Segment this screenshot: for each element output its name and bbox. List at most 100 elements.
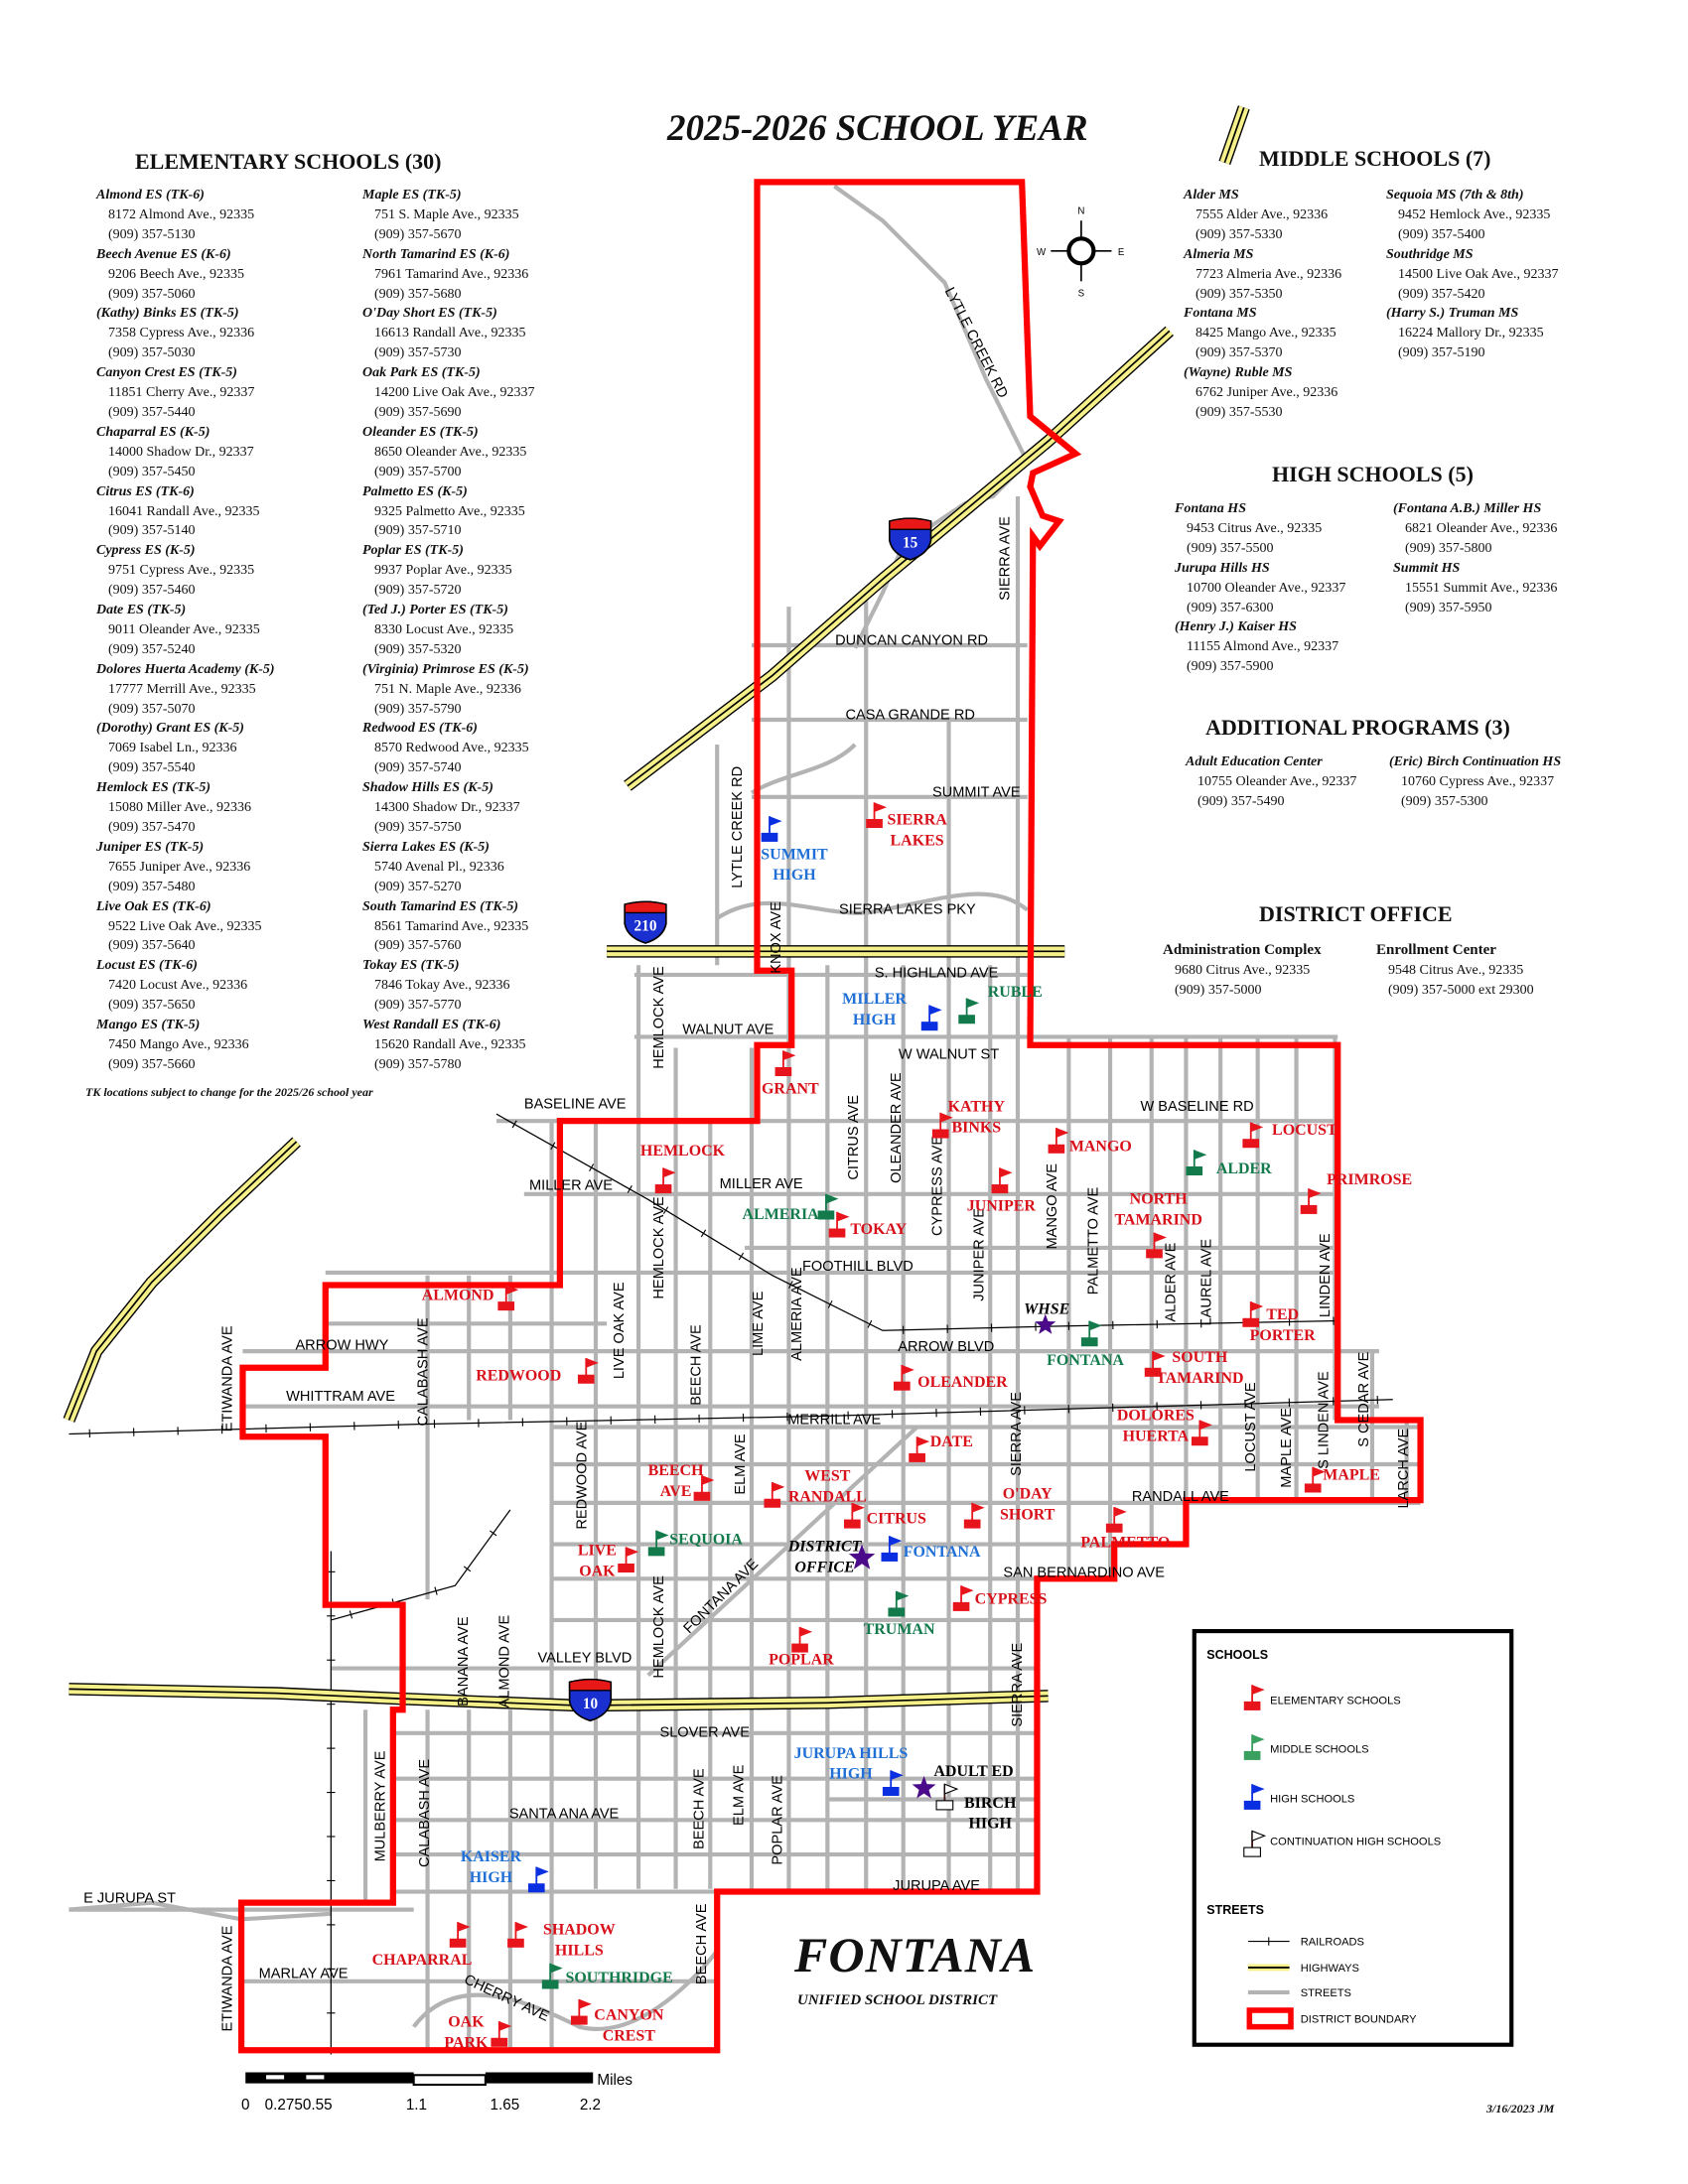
school-phone: (909) 357-5470 bbox=[108, 820, 196, 835]
district-boundary bbox=[237, 179, 1424, 2054]
interstate-shield-icon: 15 bbox=[889, 517, 932, 561]
district-heading: DISTRICT OFFICE bbox=[1259, 901, 1453, 926]
school-flag-icon[interactable] bbox=[958, 998, 980, 1024]
school-flag-icon[interactable] bbox=[1144, 1351, 1166, 1377]
school-name: (Virginia) Primrose ES (K-5) bbox=[362, 661, 529, 677]
school-entry: Locust ES (TK-6)7420 Locust Ave., 92336(… bbox=[96, 956, 275, 1016]
school-phone: (909) 357-5540 bbox=[108, 760, 196, 776]
star-icon[interactable] bbox=[848, 1544, 876, 1570]
map-legend: SCHOOLS ELEMENTARY SCHOOLS MIDDLE SCHOOL… bbox=[1192, 1628, 1514, 2047]
school-flag-icon[interactable] bbox=[491, 2021, 512, 2047]
compass-north: N bbox=[1077, 205, 1084, 216]
school-flag-icon[interactable] bbox=[791, 1626, 813, 1653]
school-flag-icon[interactable] bbox=[774, 1050, 796, 1077]
school-flag-icon[interactable] bbox=[654, 1167, 676, 1194]
school-flag-icon[interactable] bbox=[1186, 1150, 1207, 1176]
school-phone: (909) 357-5490 bbox=[1197, 793, 1285, 809]
compass-rose: N S W E bbox=[1037, 205, 1125, 299]
school-flag-icon[interactable] bbox=[1080, 1320, 1102, 1347]
legend-middle: MIDDLE SCHOOLS bbox=[1270, 1743, 1368, 1755]
school-address: 7723 Almeria Ave., 92336 bbox=[1196, 266, 1342, 282]
school-flag-icon[interactable] bbox=[497, 1285, 519, 1311]
school-name: Alder MS bbox=[1184, 188, 1239, 203]
school-flag-icon[interactable] bbox=[577, 1358, 599, 1384]
school-flag-icon[interactable] bbox=[828, 1211, 850, 1238]
school-flag-icon[interactable] bbox=[909, 1436, 930, 1462]
school-flag-icon[interactable] bbox=[817, 1193, 839, 1220]
school-entry: Redwood ES (TK-6)8570 Redwood Ave., 9233… bbox=[362, 719, 535, 778]
school-flag-icon[interactable] bbox=[571, 1998, 592, 2025]
elementary-school-label: OLEANDER bbox=[917, 1374, 1008, 1391]
school-flag-icon[interactable] bbox=[527, 1866, 549, 1893]
school-flag-icon[interactable] bbox=[1192, 1420, 1212, 1446]
elementary-school-label: TAMARIND bbox=[1156, 1370, 1243, 1387]
school-flag-icon[interactable] bbox=[1146, 1232, 1167, 1259]
school-phone: (909) 357-5270 bbox=[374, 879, 462, 894]
school-flag-icon[interactable] bbox=[888, 1590, 910, 1617]
elementary-school-label: CHAPARRAL bbox=[372, 1952, 473, 1969]
street-label: BASELINE AVE bbox=[524, 1096, 627, 1112]
school-flag-icon[interactable] bbox=[1105, 1507, 1127, 1533]
school-flag-icon[interactable] bbox=[647, 1530, 669, 1557]
school-flag-icon[interactable] bbox=[1304, 1466, 1326, 1493]
district-office-label: OFFICE bbox=[794, 1559, 854, 1575]
street-label: CITRUS AVE bbox=[846, 1095, 862, 1180]
elementary-school-label: OAK bbox=[579, 1564, 616, 1580]
school-flag-icon[interactable] bbox=[931, 1112, 953, 1139]
school-flag-icon[interactable] bbox=[693, 1475, 715, 1501]
middle-school-label: ALDER bbox=[1216, 1160, 1272, 1177]
school-flag-icon[interactable] bbox=[1242, 1301, 1264, 1327]
compass-south: S bbox=[1078, 289, 1085, 300]
middle-school-label: RUBLE bbox=[988, 984, 1043, 1001]
elementary-school-label: BEECH bbox=[648, 1462, 704, 1479]
high-school-label: FONTANA bbox=[904, 1544, 981, 1561]
school-name: Adult Education Center bbox=[1186, 754, 1323, 769]
school-flag-icon[interactable] bbox=[764, 1482, 785, 1508]
school-entry: (Kathy) Binks ES (TK-5)7358 Cypress Ave.… bbox=[96, 304, 275, 363]
elementary-school-label: O'DAY bbox=[1003, 1486, 1053, 1503]
school-flag-icon[interactable] bbox=[920, 1005, 942, 1031]
street-label: MANGO AVE bbox=[1045, 1163, 1060, 1250]
school-address: 7555 Alder Ave., 92336 bbox=[1196, 206, 1329, 222]
school-flag-icon[interactable] bbox=[963, 1502, 985, 1529]
school-address: 9937 Poplar Ave., 92335 bbox=[374, 563, 512, 579]
elementary-list-col1: Almond ES (TK-6)8172 Almond Ave., 92335(… bbox=[96, 186, 275, 1075]
school-phone: (909) 357-5760 bbox=[374, 938, 462, 954]
school-address: 9011 Oleander Ave., 92335 bbox=[108, 621, 260, 637]
school-flag-icon[interactable] bbox=[541, 1963, 563, 1989]
school-flag-icon[interactable] bbox=[507, 1922, 528, 1948]
school-flag-icon[interactable] bbox=[1300, 1188, 1322, 1214]
elementary-school-label: HUERTA bbox=[1123, 1428, 1190, 1444]
school-flag-icon[interactable] bbox=[1243, 1734, 1265, 1760]
star-icon[interactable] bbox=[912, 1775, 936, 1799]
school-flag-icon[interactable] bbox=[618, 1547, 639, 1573]
elementary-school-label: DOLORES bbox=[1117, 1408, 1195, 1425]
school-flag-icon[interactable] bbox=[952, 1585, 974, 1611]
compass-west: W bbox=[1037, 247, 1047, 258]
school-flag-icon[interactable] bbox=[866, 802, 888, 829]
school-address: 15080 Miller Ave., 92336 bbox=[108, 800, 252, 816]
continuation-flag-icon[interactable] bbox=[1243, 1830, 1267, 1857]
school-flag-icon[interactable] bbox=[894, 1365, 914, 1391]
school-flag-icon[interactable] bbox=[1242, 1122, 1264, 1149]
school-flag-icon[interactable] bbox=[761, 816, 782, 842]
school-entry: Almond ES (TK-6)8172 Almond Ave., 92335(… bbox=[96, 186, 275, 245]
school-flag-icon[interactable] bbox=[1048, 1128, 1069, 1154]
elementary-school-label: CITRUS bbox=[867, 1511, 926, 1528]
continuation-flag-icon[interactable] bbox=[935, 1783, 959, 1811]
school-flag-icon[interactable] bbox=[882, 1770, 904, 1797]
school-phone: (909) 357-5440 bbox=[108, 404, 196, 420]
school-flag-icon[interactable] bbox=[844, 1502, 865, 1529]
school-flag-icon[interactable] bbox=[991, 1167, 1013, 1194]
star-icon[interactable] bbox=[1035, 1313, 1056, 1334]
school-entry: Oak Park ES (TK-5)14200 Live Oak Ave., 9… bbox=[362, 363, 535, 423]
school-flag-icon[interactable] bbox=[449, 1922, 471, 1948]
school-flag-icon[interactable] bbox=[1243, 1784, 1265, 1810]
street-label: CALABASH AVE bbox=[417, 1759, 433, 1867]
school-flag-icon[interactable] bbox=[881, 1536, 903, 1562]
school-flag-icon[interactable] bbox=[1243, 1685, 1265, 1710]
street-label: VALLEY BLVD bbox=[537, 1651, 632, 1667]
school-phone: (909) 357-5400 bbox=[1398, 226, 1485, 242]
